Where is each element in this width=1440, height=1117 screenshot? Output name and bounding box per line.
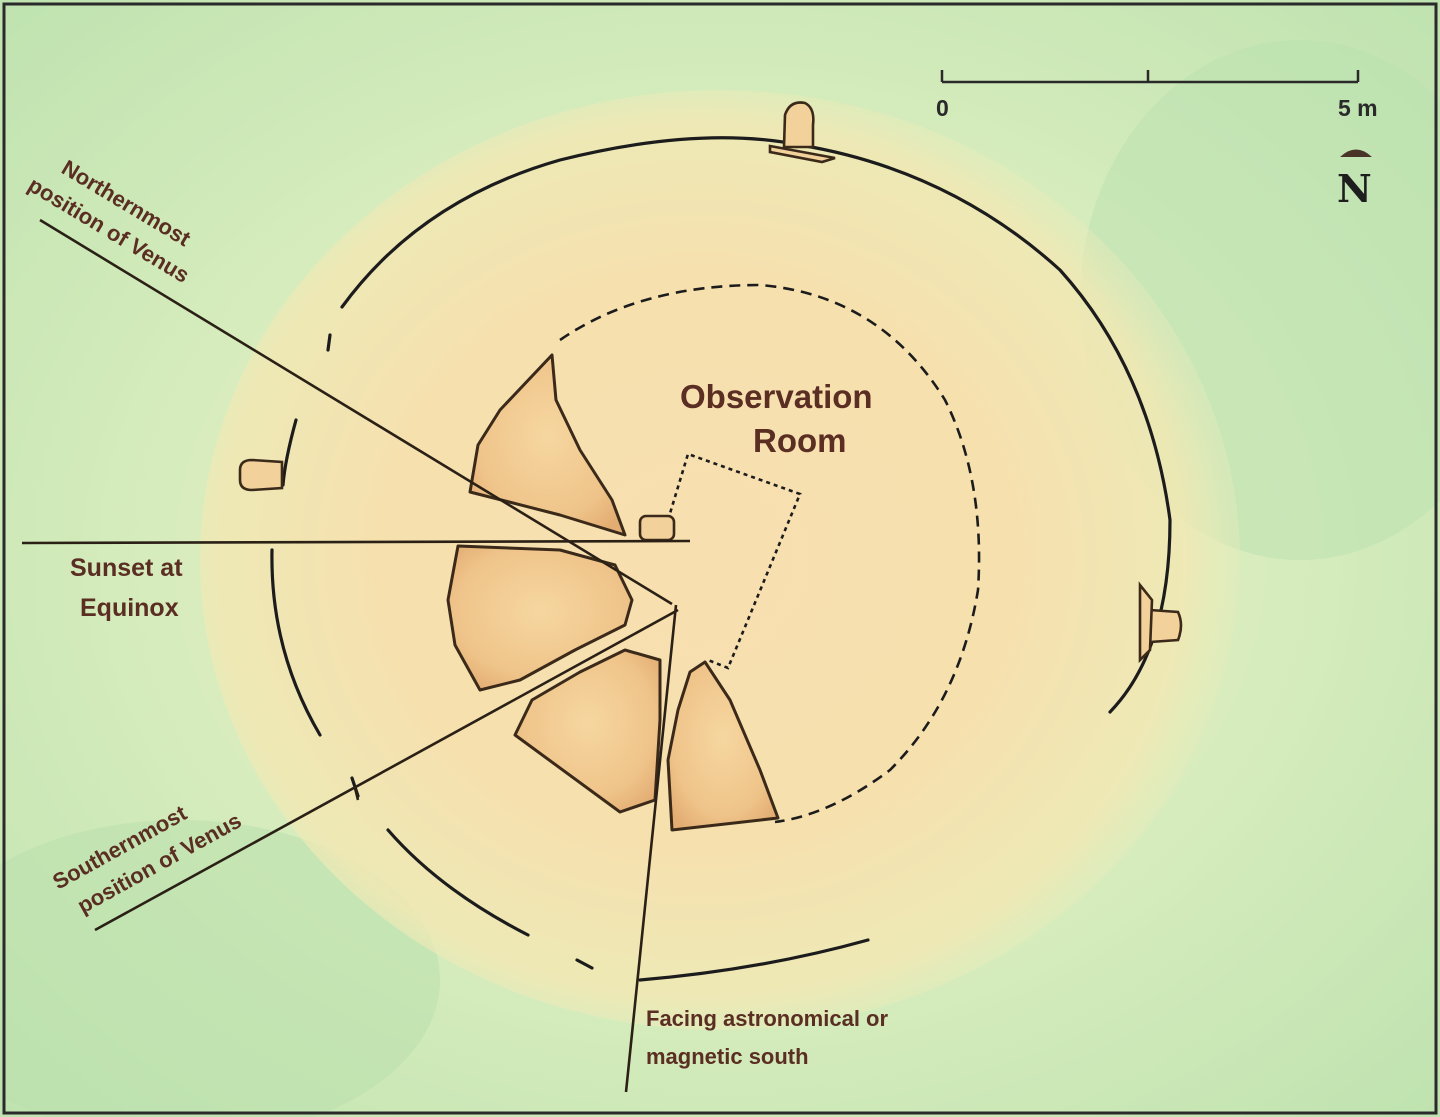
sightline-south [624, 604, 678, 1093]
north-arrow-icon [1340, 149, 1372, 157]
outer-wall-fragment [326, 333, 332, 352]
sunset-label-line1: Sunset at [70, 554, 183, 582]
outer-wall-fragment [281, 418, 298, 487]
mound-area [200, 90, 1240, 1030]
stone-segment-south [666, 660, 780, 832]
sightline-southernmost-venus [94, 608, 679, 932]
outer-wall-arc-south [638, 938, 870, 982]
stone-segment-west [446, 544, 634, 692]
outer-wall-arc-southwest [386, 828, 530, 937]
scale-start-label: 0 [936, 95, 949, 121]
north-label: N [1337, 166, 1372, 211]
north-arrow: N [1337, 149, 1372, 211]
stone-segment-northwest [468, 353, 627, 537]
stone-segment-southwest [513, 648, 662, 814]
observation-room-label-line1: Observation [680, 378, 873, 415]
facing-south-label-line2: magnetic south [646, 1044, 809, 1069]
sightline-sunset-equinox [21, 539, 691, 545]
sightline-tick [353, 787, 360, 801]
pillar-stone-north-base [768, 144, 836, 164]
sunset-label-line2: Equinox [80, 594, 179, 622]
stone-segments [446, 353, 780, 832]
scale-end-label: 5 m [1338, 95, 1378, 121]
pillar-stone-north [782, 101, 815, 149]
wall-stones [238, 101, 1183, 664]
outer-wall-arc-north [340, 136, 1172, 714]
pillar-stone-east-base [1138, 581, 1154, 664]
facing-south-label-line1: Facing astronomical or [646, 1006, 888, 1031]
outer-wall-fragment [575, 958, 594, 970]
inner-wall-dashed [559, 283, 981, 824]
observation-room-outline [666, 452, 802, 670]
ground-shade [0, 820, 440, 1117]
room-corner-stone [638, 514, 676, 542]
scale-bar: 0 5 m [936, 70, 1378, 121]
pillar-stone-east [1148, 608, 1183, 644]
observation-room-label-line2: Room [753, 422, 847, 459]
sightline-northernmost-venus [39, 218, 673, 606]
outer-wall-arc-west [270, 548, 322, 737]
sight-lines [21, 218, 691, 1093]
pillar-stone-west [238, 458, 284, 492]
